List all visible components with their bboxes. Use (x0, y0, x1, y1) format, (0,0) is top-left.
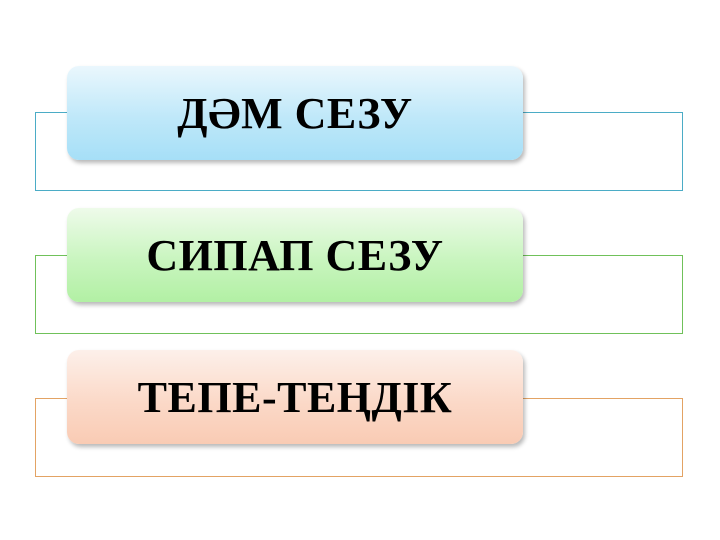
item-text: ДӘМ СЕЗУ (177, 88, 413, 138)
item-text: ТЕПЕ-ТЕҢДІК (137, 372, 453, 422)
item-label-balance: ТЕПЕ-ТЕҢДІК (67, 350, 523, 444)
item-label-taste: ДӘМ СЕЗУ (67, 66, 523, 160)
item-text: СИПАП СЕЗУ (146, 230, 444, 280)
item-label-touch: СИПАП СЕЗУ (67, 208, 523, 302)
